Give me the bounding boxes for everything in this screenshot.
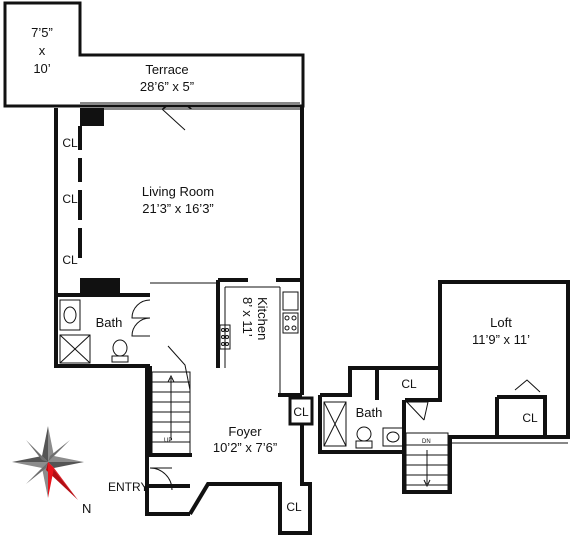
bath-1-sink — [63, 306, 77, 324]
kitchen-name: Kitchen — [255, 297, 270, 340]
thin-lines — [80, 102, 568, 444]
foyer-bottom-closet-label: CL — [286, 500, 302, 514]
kitchen-dims: 8’ x 11’ — [240, 297, 255, 337]
bath-1-shower — [59, 334, 91, 364]
kitchen-fixtures — [219, 291, 299, 350]
compass-icon — [12, 426, 84, 500]
loft-closet-walls — [495, 395, 547, 437]
closet-label-2: CL — [62, 192, 78, 206]
kitchen-label: Kitchen 8’ x 11’ — [240, 297, 270, 340]
terrace-door[interactable] — [161, 104, 193, 131]
bath-1-fixtures — [59, 299, 151, 364]
stairs-up — [151, 345, 191, 455]
closet-label-1: CL — [62, 136, 78, 150]
bath-1-toilet — [112, 339, 128, 357]
compass-north-label: N — [82, 501, 91, 516]
stairs-up-walls — [148, 366, 192, 457]
loft-closet-door[interactable] — [514, 379, 541, 393]
column-top — [80, 108, 104, 126]
terrace-name: Terrace — [145, 62, 188, 77]
balcony-dim-1: 7’5” — [31, 25, 53, 40]
bath-2-name: Bath — [356, 405, 383, 420]
living-room-walls — [54, 106, 304, 295]
foyer-name: Foyer — [228, 424, 262, 439]
loft-closet-label: CL — [522, 411, 538, 425]
foyer-dims: 10’2” x 7’6” — [213, 440, 277, 455]
entry-door[interactable] — [149, 467, 173, 491]
terrace-outline — [3, 1, 305, 108]
walls — [3, 1, 570, 535]
living-room-name: Living Room — [142, 184, 214, 199]
foyer-closet-box[interactable] — [288, 396, 314, 426]
balcony-dim-x: x — [39, 43, 46, 58]
bath-2-walls — [318, 366, 442, 454]
column-bottom — [80, 278, 120, 295]
terrace-dims: 28’6” x 5” — [140, 79, 194, 94]
loft-dims: 11’9” x 11’ — [472, 332, 530, 347]
foyer-closet-label: CL — [293, 405, 309, 419]
balcony-dim-2: 10’ — [33, 61, 50, 76]
loft-name: Loft — [490, 315, 512, 330]
stairs-down-label: DN — [422, 439, 431, 445]
entry-label: ENTRY — [108, 480, 148, 494]
bath-1-name: Bath — [96, 315, 123, 330]
closet-label-3: CL — [62, 253, 78, 267]
upper-closet-label: CL — [401, 377, 417, 391]
living-room-dims: 21’3” x 16’3” — [142, 201, 214, 216]
bath-1-vanity — [59, 299, 81, 331]
foyer-walls — [145, 366, 312, 535]
stairs-up-label: UP — [164, 438, 172, 444]
stairs-down — [405, 432, 449, 492]
loft-walls — [402, 280, 570, 494]
bath-2-fixtures — [323, 399, 429, 449]
kitchen-walls — [216, 278, 304, 397]
